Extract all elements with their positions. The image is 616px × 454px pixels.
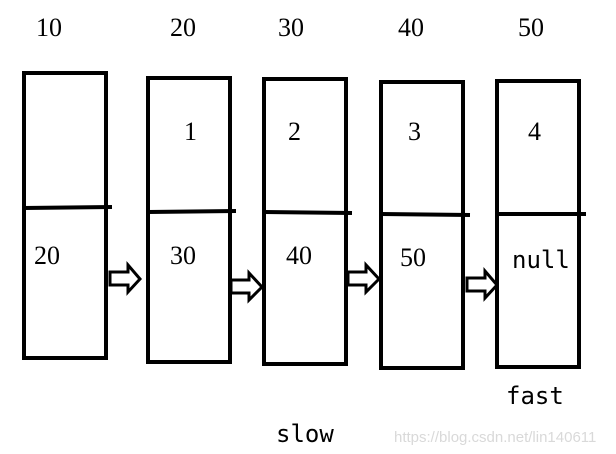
next-arrow-icon — [229, 269, 265, 304]
node-next-pointer: 20 — [34, 241, 60, 270]
node-next-pointer: 30 — [170, 241, 196, 270]
node-box — [495, 79, 581, 369]
slow-pointer-label: slow — [276, 420, 334, 448]
next-arrow-icon — [465, 266, 500, 302]
next-arrow-icon — [108, 260, 143, 296]
node-value: 4 — [528, 117, 541, 146]
list-node: 50 4 null — [495, 13, 586, 369]
node-address-label: 40 — [398, 13, 424, 42]
list-node: 20 1 30 — [146, 13, 237, 364]
node-divider — [263, 210, 353, 215]
next-arrow-icon — [346, 261, 382, 296]
node-next-pointer: 50 — [400, 243, 426, 272]
node-divider — [23, 205, 113, 210]
node-next-pointer: 40 — [286, 241, 312, 270]
node-address-label: 50 — [518, 13, 544, 42]
list-node: 30 2 40 — [262, 13, 353, 366]
node-value: 1 — [184, 117, 197, 146]
node-divider — [380, 212, 471, 217]
watermark: https://blog.csdn.net/lin140611 — [394, 429, 596, 446]
node-box — [22, 71, 108, 360]
fast-pointer-label: fast — [506, 382, 564, 410]
node-divider — [147, 209, 237, 214]
node-value: 3 — [408, 117, 421, 146]
node-box — [146, 76, 232, 364]
node-value: 2 — [288, 117, 301, 146]
node-box — [262, 77, 348, 366]
node-next-pointer: null — [512, 246, 570, 274]
node-address-label: 20 — [170, 13, 196, 42]
list-node: 10 20 — [22, 13, 113, 360]
node-address-label: 30 — [278, 13, 304, 42]
node-address-label: 10 — [36, 13, 62, 42]
node-box — [379, 80, 465, 370]
list-node: 40 3 50 — [379, 13, 471, 370]
